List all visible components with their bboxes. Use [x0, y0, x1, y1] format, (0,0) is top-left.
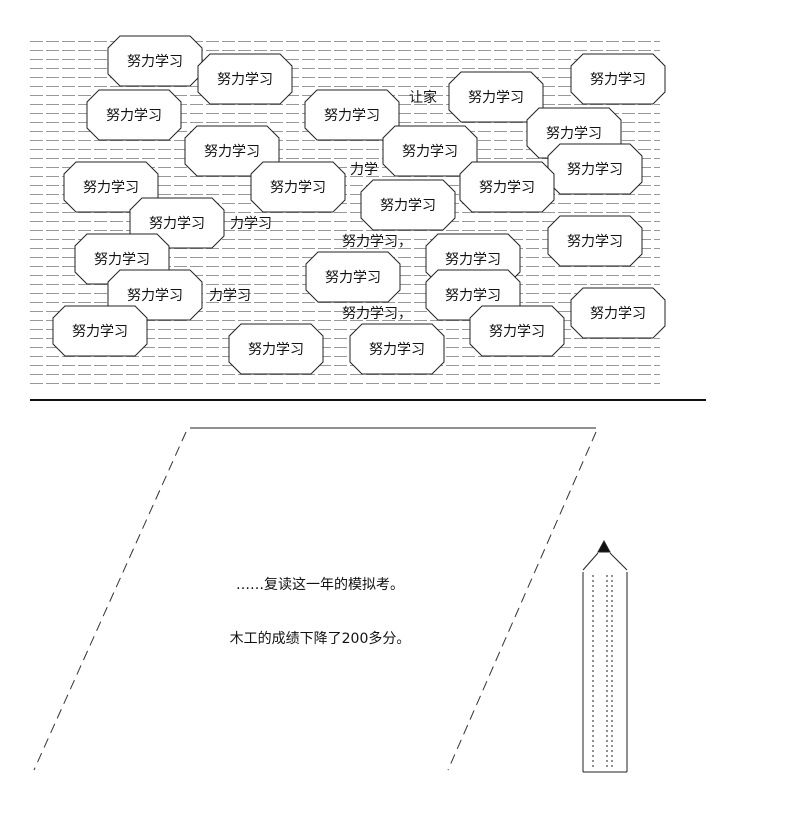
speech-bubble-text: 努力学习 [204, 144, 260, 160]
speech-bubble-text: 努力学习 [567, 162, 623, 178]
speech-bubble-text: 努力学习 [217, 72, 273, 88]
speech-bubble-text: 努力学习 [402, 144, 458, 160]
speech-bubble-text: 努力学习 [369, 342, 425, 358]
speech-bubble: 努力学习 [107, 35, 203, 87]
speech-bubble-text: 努力学习 [94, 252, 150, 268]
open-book-drawing [33, 427, 597, 771]
speech-bubble-outline [52, 305, 148, 357]
speech-bubble: 努力学习 [52, 305, 148, 357]
speech-bubble-outline [107, 35, 203, 87]
speech-bubble: 努力学习 [382, 125, 478, 177]
speech-bubble-text: 努力学习 [325, 270, 381, 286]
speech-bubble-outline [228, 323, 324, 375]
speech-bubble-text: 努力学习 [127, 288, 183, 304]
speech-bubble: 努力学习 [304, 89, 400, 141]
speech-bubble-outline [570, 53, 666, 105]
speech-bubble: 努力学习 [63, 161, 159, 213]
text-fragment: 力学 [350, 162, 378, 178]
speech-bubble-text: 努力学习 [445, 288, 501, 304]
speech-bubble-outline [197, 53, 293, 105]
speech-bubble: 努力学习 [305, 251, 401, 303]
speech-bubble-text: 努力学习 [127, 54, 183, 70]
speech-bubble: 努力学习 [469, 305, 565, 357]
speech-bubble-text: 努力学习 [468, 90, 524, 106]
pencil-drawing [582, 539, 628, 773]
speech-bubble-text: 努力学习 [445, 252, 501, 268]
speech-bubble: 努力学习 [570, 287, 666, 339]
text-fragment: 力学习 [230, 216, 272, 232]
text-fragment: 努力学习， [342, 306, 412, 322]
speech-bubble-text: 努力学习 [590, 306, 646, 322]
speech-bubble-outline [360, 179, 456, 231]
speech-bubble-text: 努力学习 [590, 72, 646, 88]
speech-bubble-text: 努力学习 [149, 216, 205, 232]
speech-bubble-text: 努力学习 [72, 324, 128, 340]
speech-bubble-text: 努力学习 [546, 126, 602, 142]
text-fragment: 努力学习， [342, 234, 412, 250]
speech-bubble-text: 努力学习 [489, 324, 545, 340]
speech-bubble: 努力学习 [228, 323, 324, 375]
speech-bubble-text: 努力学习 [106, 108, 162, 124]
speech-bubble: 努力学习 [547, 215, 643, 267]
speech-bubble: 努力学习 [86, 89, 182, 141]
speech-bubble-text: 努力学习 [479, 180, 535, 196]
speech-bubble: 努力学习 [360, 179, 456, 231]
speech-bubble: 努力学习 [197, 53, 293, 105]
speech-bubble: 努力学习 [349, 323, 445, 375]
speech-bubble-outline [459, 161, 555, 213]
speech-bubble-text: 努力学习 [324, 108, 380, 124]
caption-mock-exam: ……复读这一年的模拟考。 [236, 577, 404, 593]
speech-bubble: 努力学习 [459, 161, 555, 213]
speech-bubble: 努力学习 [184, 125, 280, 177]
speech-bubble-outline [570, 287, 666, 339]
speech-bubble-text: 努力学习 [380, 198, 436, 214]
speech-bubble: 努力学习 [448, 71, 544, 123]
speech-bubble-outline [469, 305, 565, 357]
ground-line [30, 399, 706, 401]
speech-bubble-outline [547, 215, 643, 267]
speech-bubble-outline [250, 161, 346, 213]
speech-bubble-text: 努力学习 [270, 180, 326, 196]
speech-bubble: 努力学习 [547, 143, 643, 195]
speech-bubble-outline [547, 143, 643, 195]
speech-bubble: 努力学习 [570, 53, 666, 105]
speech-bubble-text: 努力学习 [567, 234, 623, 250]
speech-bubble-outline [349, 323, 445, 375]
speech-bubble-outline [305, 251, 401, 303]
speech-bubble-text: 努力学习 [83, 180, 139, 196]
text-fragment: 让家 [409, 89, 437, 106]
caption-score-drop: 木工的成绩下降了200多分。 [229, 631, 411, 647]
speech-bubble: 努力学习 [250, 161, 346, 213]
text-fragment: 力学习 [209, 288, 251, 304]
speech-bubble-text: 努力学习 [248, 342, 304, 358]
speech-bubble-outline [86, 89, 182, 141]
